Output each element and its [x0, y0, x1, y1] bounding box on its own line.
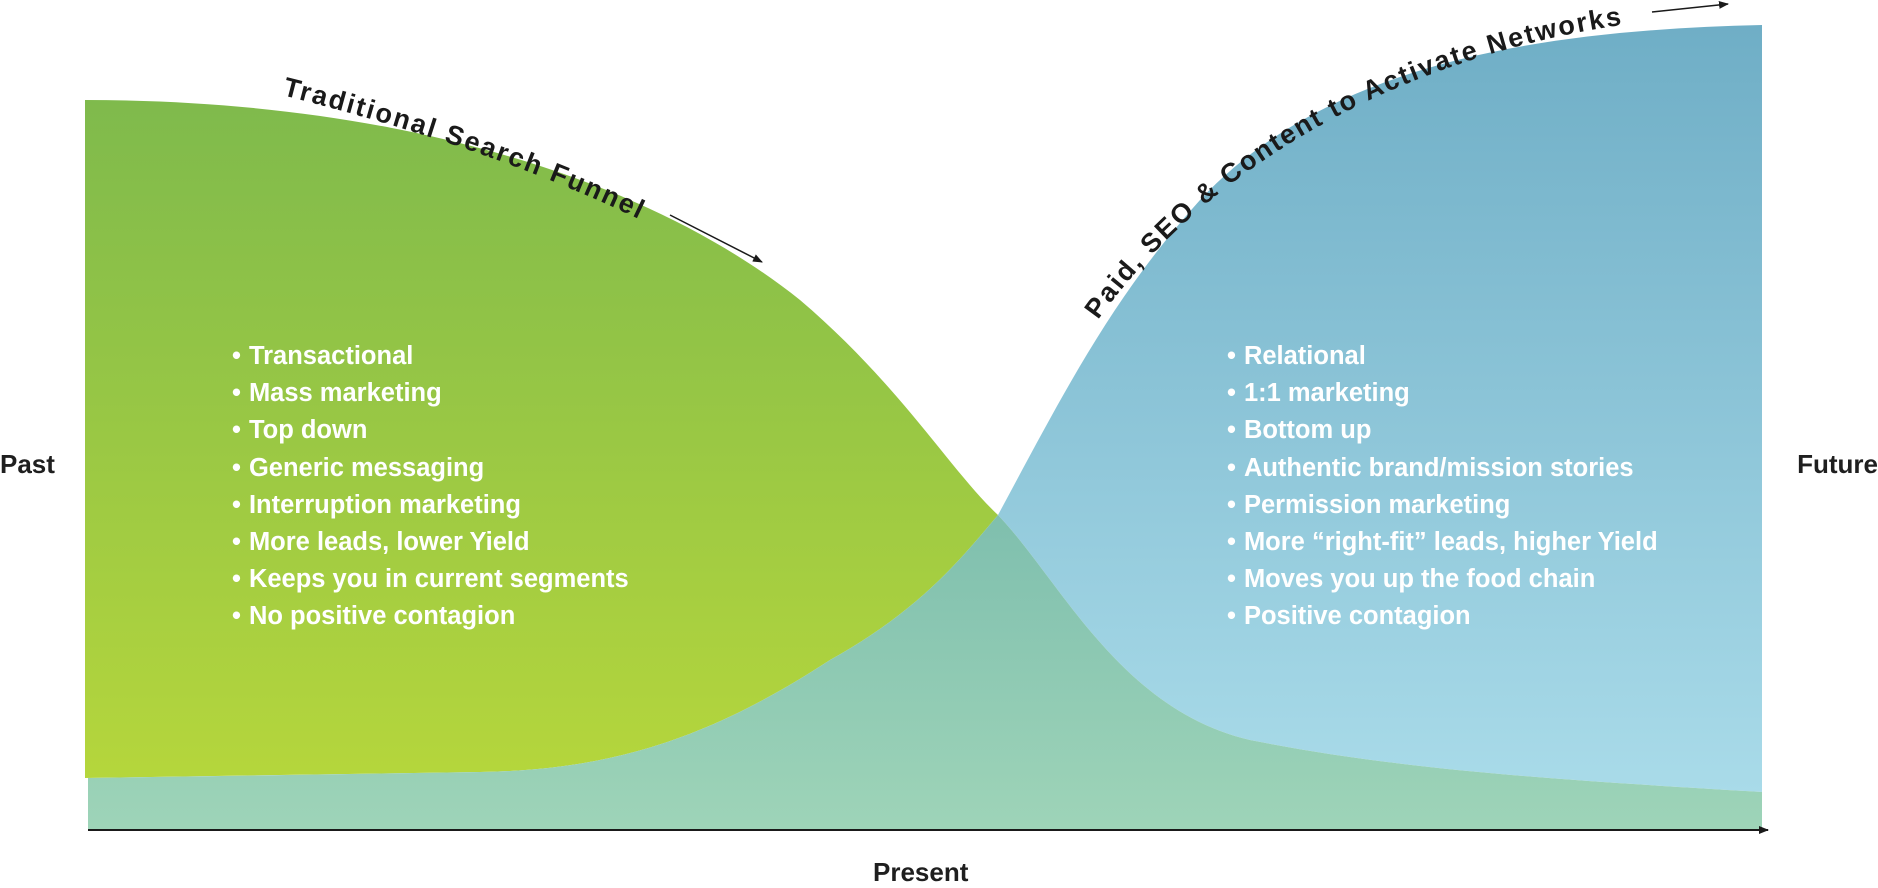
- list-item: Mass marketing: [232, 375, 629, 412]
- list-item: More leads, lower Yield: [232, 524, 629, 561]
- list-item: No positive contagion: [232, 598, 629, 635]
- list-item: Bottom up: [1227, 412, 1658, 449]
- list-item: Moves you up the food chain: [1227, 561, 1658, 598]
- overlap-area: [88, 515, 1762, 830]
- past-label: Past: [0, 449, 55, 479]
- list-item: Permission marketing: [1227, 487, 1658, 524]
- list-item: 1:1 marketing: [1227, 375, 1658, 412]
- list-item: Top down: [232, 412, 629, 449]
- list-item: Authentic brand/mission stories: [1227, 450, 1658, 487]
- present-label: Present: [873, 857, 969, 887]
- list-item: Relational: [1227, 338, 1658, 375]
- list-item: Transactional: [232, 338, 629, 375]
- list-item: Interruption marketing: [232, 487, 629, 524]
- list-item: Keeps you in current segments: [232, 561, 629, 598]
- list-item: Positive contagion: [1227, 598, 1658, 635]
- list-item: More “right-fit” leads, higher Yield: [1227, 524, 1658, 561]
- list-item: Generic messaging: [232, 450, 629, 487]
- traditional-traits-list: Transactional Mass marketing Top down Ge…: [232, 338, 629, 636]
- network-traits-list: Relational 1:1 marketing Bottom up Authe…: [1227, 338, 1658, 636]
- future-label: Future: [1797, 449, 1878, 479]
- activate-networks-arrow: [1651, 0, 1729, 13]
- traditional-funnel-arrow: [669, 214, 763, 263]
